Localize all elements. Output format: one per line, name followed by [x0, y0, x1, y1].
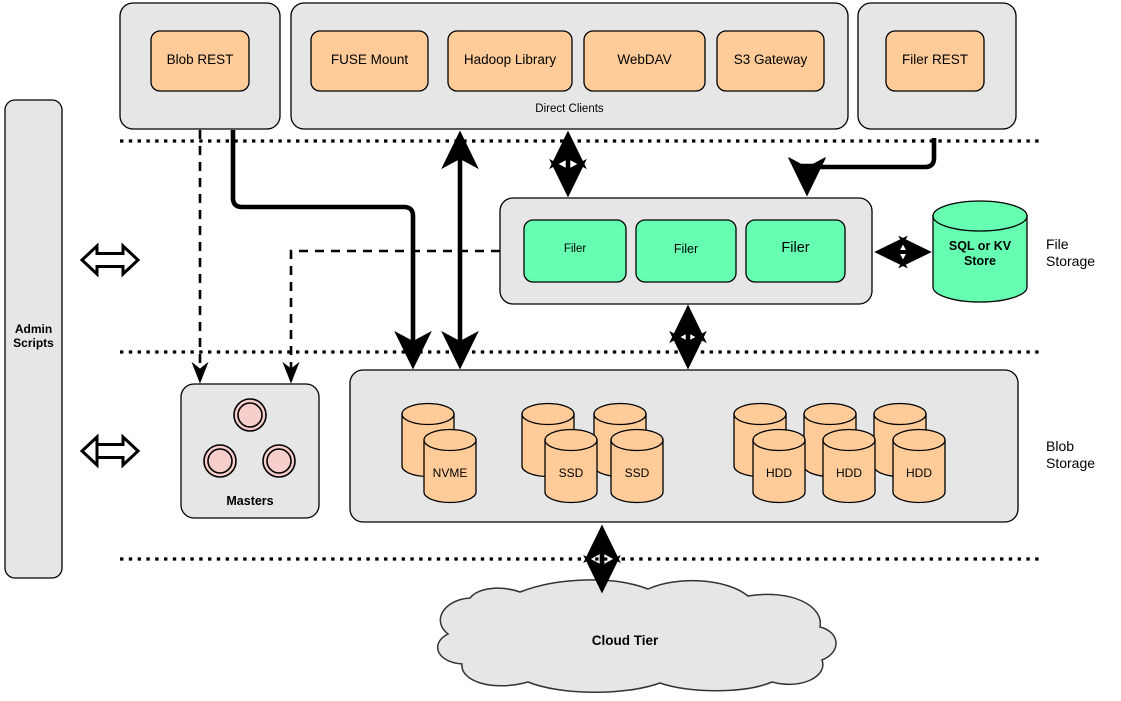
sql-kv-store-cylinder[interactable]	[932, 200, 1028, 303]
disk-ssd-front-2[interactable]	[610, 428, 664, 504]
disk-hdd-front-2[interactable]	[822, 428, 876, 504]
connector-blob-rest-to-volumes	[230, 130, 432, 370]
admin-blob-double-arrow	[79, 433, 141, 469]
client-box-s3-gateway[interactable]	[716, 30, 825, 92]
filer-box-2[interactable]	[635, 219, 737, 283]
masters-container[interactable]	[180, 383, 320, 519]
filer-box-3[interactable]	[745, 219, 846, 283]
connector-filer-to-masters	[282, 249, 500, 384]
client-box-hadoop-library[interactable]	[447, 30, 573, 92]
client-box-fuse-mount[interactable]	[310, 30, 429, 92]
disk-hdd-front-1[interactable]	[752, 428, 806, 504]
connector-filer-rest-to-filer	[798, 138, 937, 191]
disk-nvme-front[interactable]	[423, 428, 477, 504]
master-node-1[interactable]	[233, 398, 267, 432]
blob-storage-tier-label: Blob Storage	[1046, 438, 1096, 471]
admin-filer-double-arrow	[79, 242, 141, 278]
client-box-webdav[interactable]	[583, 30, 706, 92]
master-node-3[interactable]	[262, 444, 296, 478]
filer-box-1[interactable]	[523, 219, 627, 283]
master-node-2[interactable]	[203, 444, 237, 478]
disk-ssd-front-1[interactable]	[544, 428, 598, 504]
file-storage-tier-label: File Storage	[1046, 236, 1096, 269]
client-box-blob-rest[interactable]	[150, 30, 250, 92]
admin-scripts-panel[interactable]	[4, 99, 63, 579]
cloud-tier-shape[interactable]	[437, 579, 837, 693]
client-box-filer-rest[interactable]	[885, 30, 985, 92]
disk-hdd-front-3[interactable]	[892, 428, 946, 504]
